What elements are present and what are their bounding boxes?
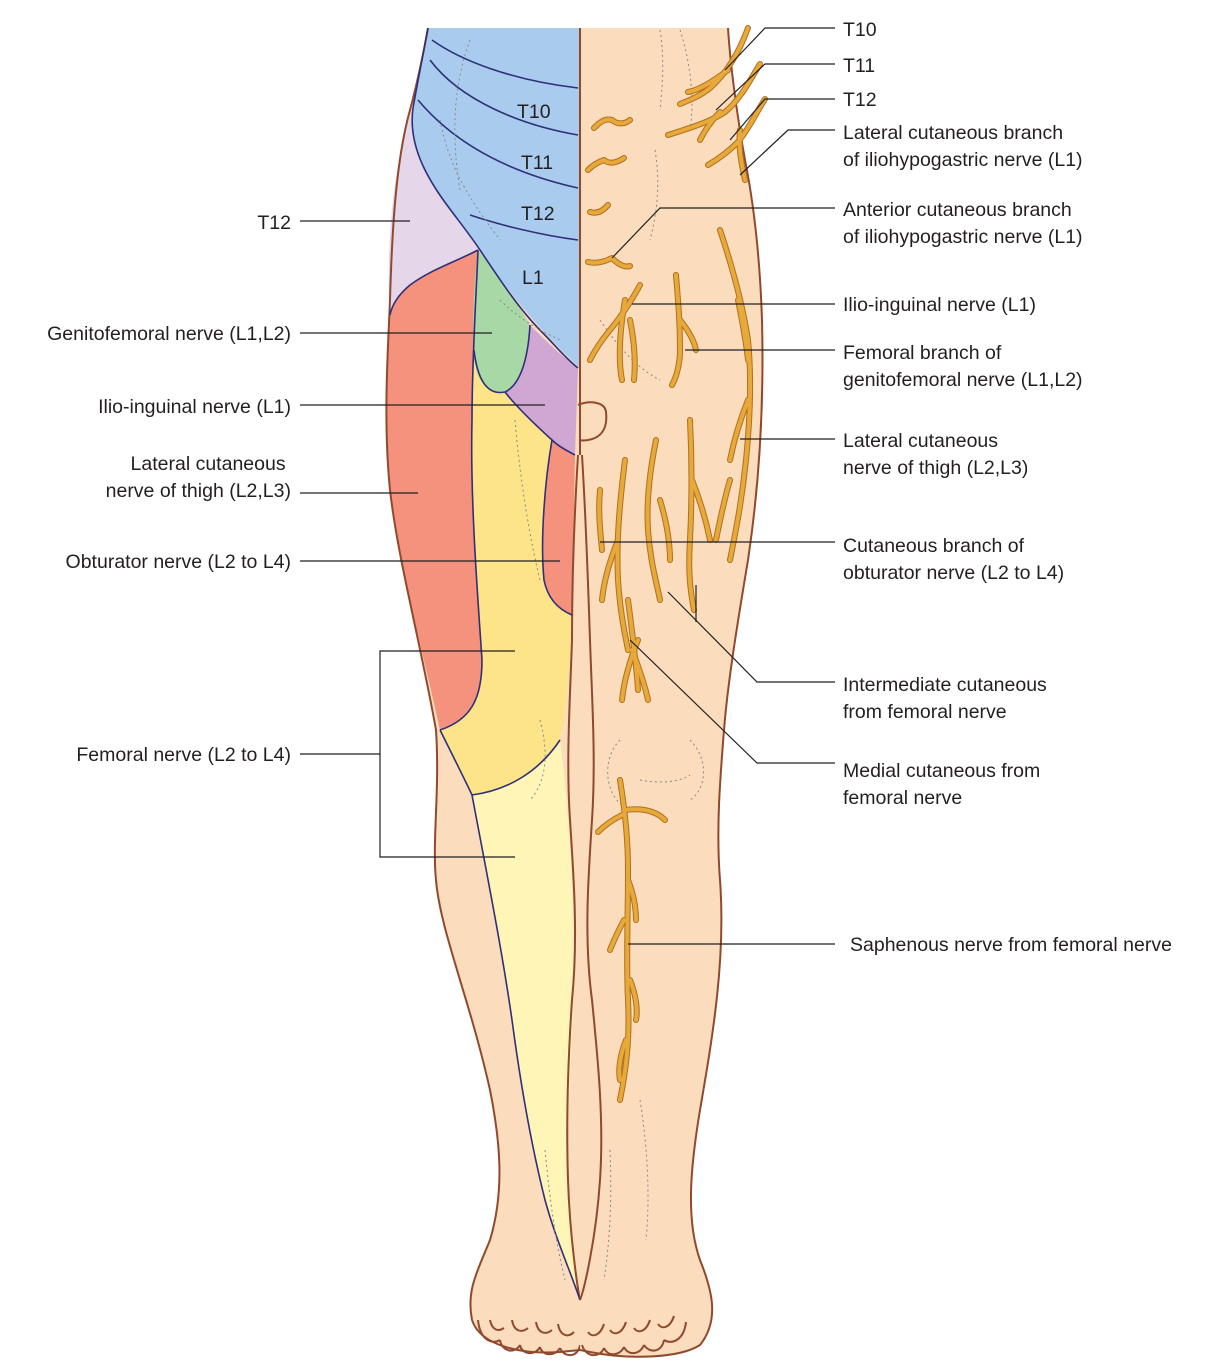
nerve-branch bbox=[623, 807, 667, 822]
nerve-branch bbox=[620, 638, 640, 702]
right-callouts: T10 T11 T12 Lateral cutaneous branch of … bbox=[843, 19, 1172, 956]
label-right-obturator-branch: Cutaneous branch of obturator nerve (L2 … bbox=[843, 535, 1064, 584]
leader-lines bbox=[300, 27, 835, 945]
zone-saphenous bbox=[472, 740, 580, 1300]
nerve-branch bbox=[617, 1038, 628, 1082]
left-toes bbox=[477, 1319, 581, 1357]
label-right-t10: T10 bbox=[843, 19, 877, 41]
label-left-ilioinguinal: Ilio-inguinal nerve (L1) bbox=[98, 396, 291, 418]
label-left-femoral: Femoral nerve (L2 to L4) bbox=[76, 744, 291, 766]
nerve-branch bbox=[670, 273, 682, 387]
label-right-femoral-branch-genitofemoral: Femoral branch of genitofemoral nerve (L… bbox=[843, 342, 1083, 391]
zone-label-t12: T12 bbox=[521, 203, 555, 225]
zone-t10-l1 bbox=[412, 28, 580, 368]
label-right-lateral-cutaneous-thigh: Lateral cutaneous nerve of thigh (L2,L3) bbox=[843, 430, 1028, 479]
nerve-branch bbox=[658, 498, 672, 562]
label-right-t11: T11 bbox=[843, 55, 875, 77]
nerve-branch bbox=[678, 26, 750, 106]
label-right-t12: T12 bbox=[843, 89, 877, 111]
genital-contour bbox=[577, 401, 608, 442]
nerve-branch bbox=[626, 598, 640, 692]
nerve-branch bbox=[596, 813, 624, 834]
label-left-lateral-cutaneous: Lateral cutaneous nerve of thigh (L2,L3) bbox=[106, 453, 291, 502]
left-inner-thigh-outline bbox=[566, 454, 581, 1301]
label-left-t12: T12 bbox=[257, 212, 291, 234]
nerve-branch bbox=[630, 648, 650, 702]
nerve-branch bbox=[600, 538, 620, 602]
label-right-medial-cutaneous: Medial cutaneous from femoral nerve bbox=[843, 760, 1046, 809]
nerve-branch bbox=[610, 118, 632, 126]
nerve-branch bbox=[618, 778, 631, 1102]
nerve-branch bbox=[615, 458, 630, 652]
nerve-branch bbox=[686, 68, 730, 94]
nerve-branch bbox=[737, 128, 747, 182]
nerve-branch bbox=[666, 62, 762, 137]
nerve-branch bbox=[628, 318, 637, 382]
zone-ilioinguinal bbox=[505, 325, 578, 455]
label-right-intermediate-cutaneous: Intermediate cutaneous from femoral nerv… bbox=[843, 674, 1052, 723]
left-limb-outline bbox=[385, 27, 581, 1354]
nerve-branch bbox=[617, 298, 627, 382]
label-right-lateral-iliohypogastric: Lateral cutaneous branch of iliohypogast… bbox=[843, 122, 1083, 171]
zone-femoral bbox=[440, 360, 572, 795]
zone-t12-flank bbox=[388, 108, 478, 315]
label-right-anterior-iliohypogastric: Anterior cutaneous branch of iliohypogas… bbox=[843, 199, 1083, 248]
label-left-obturator: Obturator nerve (L2 to L4) bbox=[66, 551, 291, 573]
label-left-genitofemoral: Genitofemoral nerve (L1,L2) bbox=[47, 323, 291, 345]
right-limb-skin bbox=[580, 28, 763, 1357]
cutaneous-nerve-branches bbox=[585, 25, 768, 1103]
zone-genitofemoral bbox=[473, 250, 530, 393]
nerve-branch bbox=[687, 418, 696, 612]
nerve-branch bbox=[610, 256, 632, 269]
nerve-branch bbox=[645, 438, 662, 602]
label-right-saphenous: Saphenous nerve from femoral nerve bbox=[850, 934, 1172, 956]
zone-label-t11: T11 bbox=[521, 152, 553, 174]
left-limb-dermatomes: T10 T11 T12 L1 bbox=[385, 27, 581, 1357]
nerve-branch bbox=[690, 478, 712, 542]
label-right-ilioinguinal: Ilio-inguinal nerve (L1) bbox=[843, 294, 1036, 316]
nerve-branch bbox=[736, 298, 750, 362]
nerve-branch bbox=[597, 488, 604, 552]
nerve-branch bbox=[608, 918, 626, 952]
nerve-branch bbox=[678, 318, 698, 352]
nerve-branch bbox=[728, 398, 750, 462]
nerve-branch bbox=[626, 878, 638, 922]
right-toes bbox=[581, 1315, 687, 1357]
zone-lateral-cutaneous bbox=[386, 250, 482, 730]
nerve-branch bbox=[628, 978, 639, 1022]
nerve-branch bbox=[586, 256, 614, 265]
right-limb-nerves bbox=[577, 25, 768, 1358]
nerve-branch bbox=[698, 110, 722, 142]
zone-obturator bbox=[542, 440, 575, 615]
left-callouts: T12 Genitofemoral nerve (L1,L2) Ilio-ing… bbox=[47, 212, 291, 766]
nerve-branch bbox=[588, 203, 610, 215]
nerve-branch bbox=[588, 283, 642, 362]
zone-label-t10: T10 bbox=[517, 101, 551, 123]
nerve-branch bbox=[714, 478, 732, 542]
zone-label-l1: L1 bbox=[522, 267, 544, 289]
right-inner-thigh-outline bbox=[579, 454, 603, 1301]
nerve-branch bbox=[586, 158, 606, 172]
right-limb-outline bbox=[579, 27, 764, 1358]
